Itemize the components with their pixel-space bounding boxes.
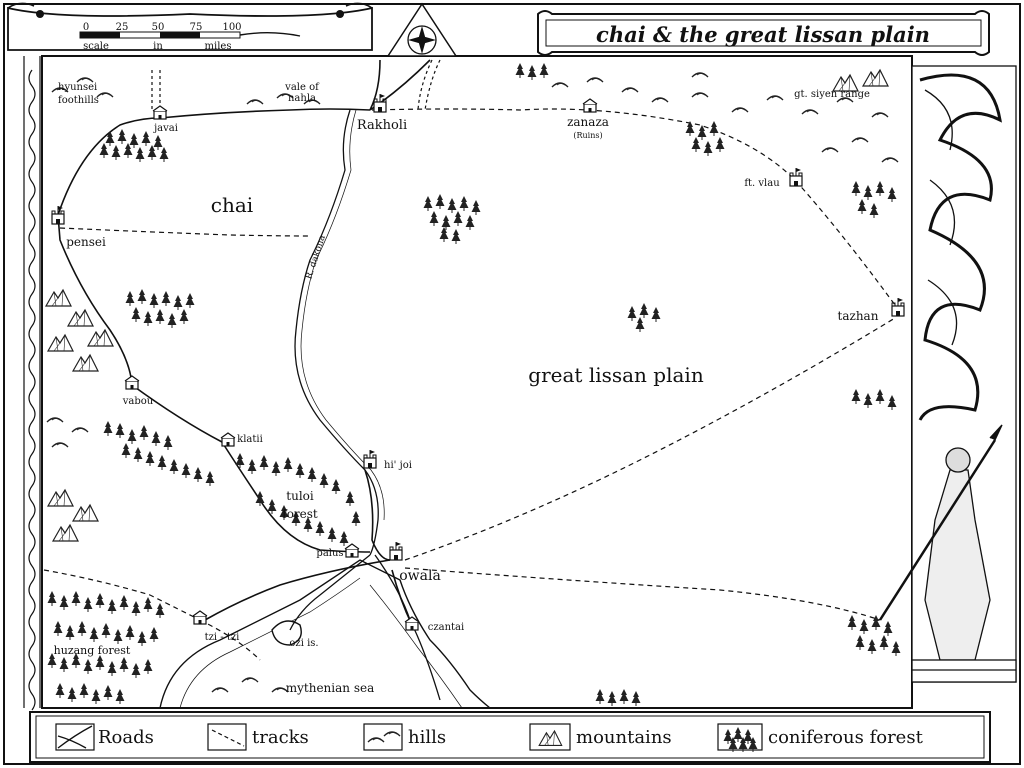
legend-item-coniferous-forest: coniferous forest (717, 723, 924, 753)
tracks (43, 59, 896, 661)
mountain-icon (529, 723, 571, 751)
title-cartouche: chai & the great lissan plain (537, 10, 990, 56)
forests (47, 62, 901, 707)
castle-owala-icon (389, 541, 403, 561)
label-vabou: vabou (122, 396, 154, 407)
legend-label: mountains (576, 727, 672, 748)
dragon-warrior-column (878, 65, 1017, 683)
place-labels: hyunsei foothills vale of nahla javai Ra… (54, 82, 879, 695)
hill-icon (363, 723, 403, 751)
label-great-lissan-plain: great lissan plain (528, 363, 704, 387)
label-chai: chai (211, 193, 253, 217)
settlements (51, 93, 905, 631)
scale-tick: 50 (152, 22, 165, 33)
town-javai-icon (152, 105, 168, 120)
legend-item-hills: hills (363, 723, 446, 751)
river-dakona (289, 109, 441, 701)
town-klatii-icon (220, 432, 236, 447)
warrior-figure (878, 424, 1003, 661)
legend: Roads tracks hills mountains (29, 711, 991, 763)
label-palus: palus (316, 548, 343, 559)
label-tuloi-forest: tuloi (286, 489, 314, 503)
legend-item-roads: Roads (55, 723, 154, 751)
scale-tick: 25 (116, 22, 129, 33)
scale-tick: 0 (83, 22, 89, 33)
label-hyunsei-foothills: hyunsei (58, 82, 97, 93)
label-tuloi-forest: forest (282, 507, 318, 521)
mythenian-sea-coast (159, 559, 491, 709)
map-frame (41, 55, 913, 709)
label-zanaza: zanaza (567, 115, 609, 129)
legend-label: coniferous forest (768, 727, 924, 748)
label-vale-of-nahla: vale of (284, 82, 320, 93)
label-r-dakona: R. dakona (304, 234, 328, 281)
town-tzi-tzi-icon (192, 610, 208, 625)
label-rakholi: Rakholi (357, 118, 407, 133)
label-huzang-forest: huzang forest (54, 644, 131, 657)
scale-tick: 100 (222, 22, 241, 33)
castle-ft-vlau-icon (789, 167, 803, 187)
outer-frame (3, 3, 1021, 765)
label-owala: owala (399, 568, 441, 584)
scale-label-mid: in (153, 41, 163, 52)
label-hyunsei-foothills: foothills (58, 95, 99, 106)
forest-icon (717, 723, 763, 753)
label-hi-joi: hi' joi (384, 460, 412, 471)
legend-item-tracks: tracks (207, 723, 309, 751)
label-czantai: czantai (428, 622, 464, 633)
legend-label: tracks (252, 727, 309, 748)
label-ft-vlau: ft. vlau (744, 178, 780, 189)
label-tazhan: tazhan (838, 309, 879, 323)
label-vale-of-nahla: nahla (288, 93, 316, 104)
scale-bar (79, 31, 301, 39)
ruins-zanaza-icon (582, 98, 598, 113)
castle-pensei-icon (51, 205, 65, 225)
scale-label-right: miles (205, 41, 232, 52)
castle-hi-joi-icon (363, 449, 377, 469)
scale-tick: 75 (190, 22, 203, 33)
label-tzi-tzi: tzi - tzi (205, 632, 240, 643)
legend-label: hills (408, 727, 446, 748)
town-vabou-icon (124, 375, 140, 390)
castle-tazhan-icon (891, 297, 905, 317)
left-border-scroll (23, 56, 41, 711)
scale-label-left: scale (83, 41, 109, 52)
scale-panel: 0 25 50 75 100 scale in miles (7, 2, 373, 52)
legend-item-mountains: mountains (529, 723, 672, 751)
road-icon (55, 723, 95, 751)
track-icon (207, 723, 247, 751)
legend-label: Roads (98, 727, 154, 748)
town-palus-icon (344, 543, 360, 558)
label-pensei: pensei (66, 235, 106, 249)
label-mythenian-sea: mythenian sea (286, 681, 375, 695)
compass-rose-icon (386, 2, 458, 57)
label-ozi-is: ozi is. (289, 638, 318, 649)
label-zanaza-ruins: (Ruins) (573, 131, 602, 140)
label-gt-siyen-range: gt. siyen range (794, 89, 870, 100)
label-klatii: klatii (237, 434, 263, 445)
hills (46, 72, 899, 693)
label-javai: javai (153, 123, 178, 134)
map-title: chai & the great lissan plain (596, 22, 930, 47)
